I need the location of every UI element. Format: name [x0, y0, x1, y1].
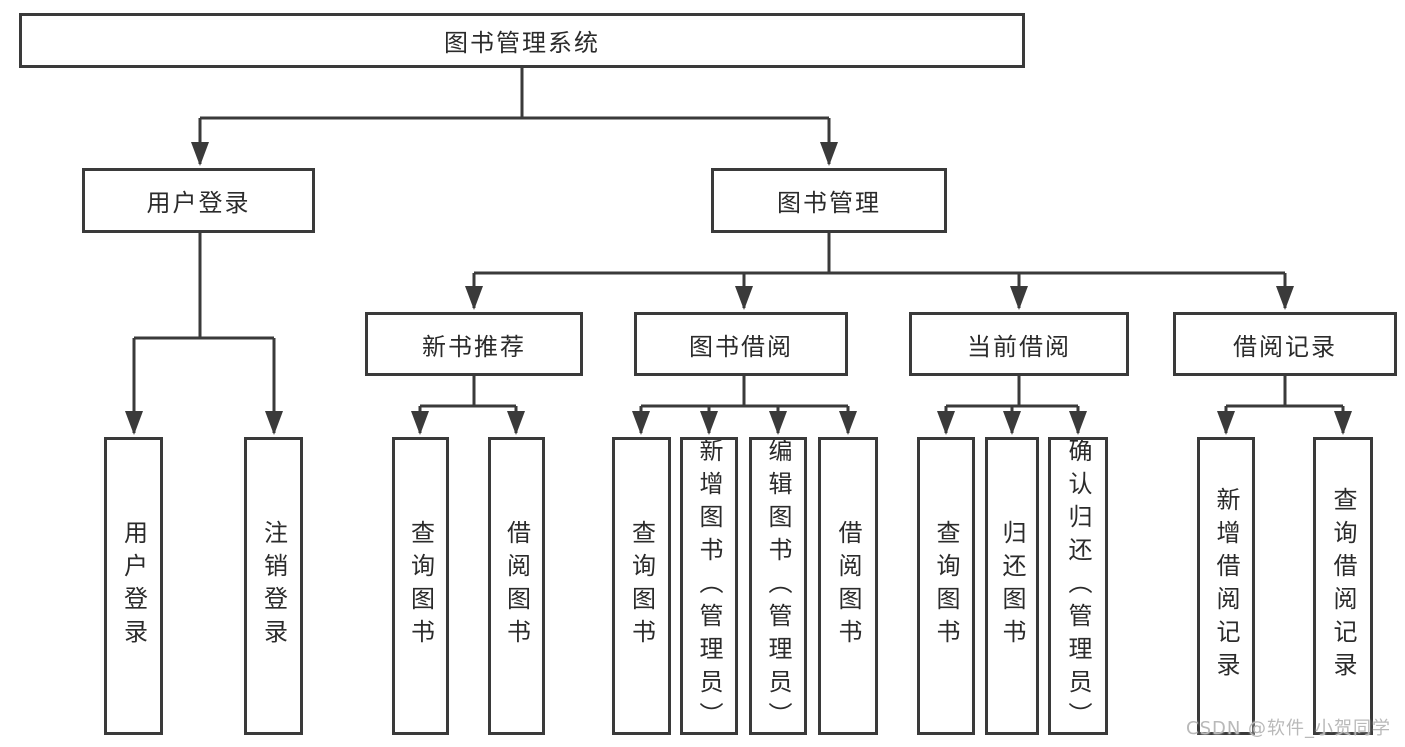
node-label: 查询图书: [406, 520, 435, 652]
node-label: 用户登录: [119, 520, 148, 652]
node-label: 归还图书: [998, 520, 1026, 652]
node-label: 借阅图书: [834, 520, 862, 652]
node-label: 编辑图书（管理员）: [764, 437, 792, 735]
connector-rails: [134, 68, 1343, 408]
node-root-system: 图书管理系统: [19, 13, 1025, 68]
node-borrow-edit-books-admin: 编辑图书（管理员）: [749, 437, 807, 735]
node-new-book-recommend: 新书推荐: [365, 312, 583, 376]
node-label: 注销登录: [259, 520, 288, 652]
node-logout: 注销登录: [244, 437, 303, 735]
node-current-borrowing: 当前借阅: [909, 312, 1129, 376]
node-label: 借阅图书: [502, 520, 531, 652]
node-current-confirm-return-admin: 确认归还（管理员）: [1048, 437, 1108, 735]
node-label: 查询借阅记录: [1329, 487, 1357, 685]
node-borrow-borrow-books: 借阅图书: [818, 437, 878, 735]
node-label: 新增图书（管理员）: [695, 437, 723, 735]
node-user-login-group: 用户登录: [82, 168, 315, 233]
node-records-query-record: 查询借阅记录: [1313, 437, 1373, 735]
node-label: 查询图书: [627, 520, 656, 652]
watermark: CSDN @软件_小贺同学: [1186, 718, 1392, 739]
node-borrowing-records: 借阅记录: [1173, 312, 1397, 376]
node-book-borrowing: 图书借阅: [634, 312, 848, 376]
node-current-return-books: 归还图书: [985, 437, 1039, 735]
node-recommend-query-books: 查询图书: [392, 437, 449, 735]
node-book-management: 图书管理: [711, 168, 947, 233]
connector-arrows: [125, 118, 1352, 435]
node-user-login: 用户登录: [104, 437, 163, 735]
node-borrow-query-books: 查询图书: [612, 437, 671, 735]
node-label: 新增借阅记录: [1212, 487, 1240, 685]
node-label: 确认归还（管理员）: [1064, 437, 1092, 735]
node-current-query-books: 查询图书: [917, 437, 975, 735]
node-recommend-borrow-books: 借阅图书: [488, 437, 545, 735]
node-records-add-record: 新增借阅记录: [1197, 437, 1255, 735]
node-borrow-add-books-admin: 新增图书（管理员）: [680, 437, 738, 735]
node-label: 查询图书: [932, 520, 960, 652]
